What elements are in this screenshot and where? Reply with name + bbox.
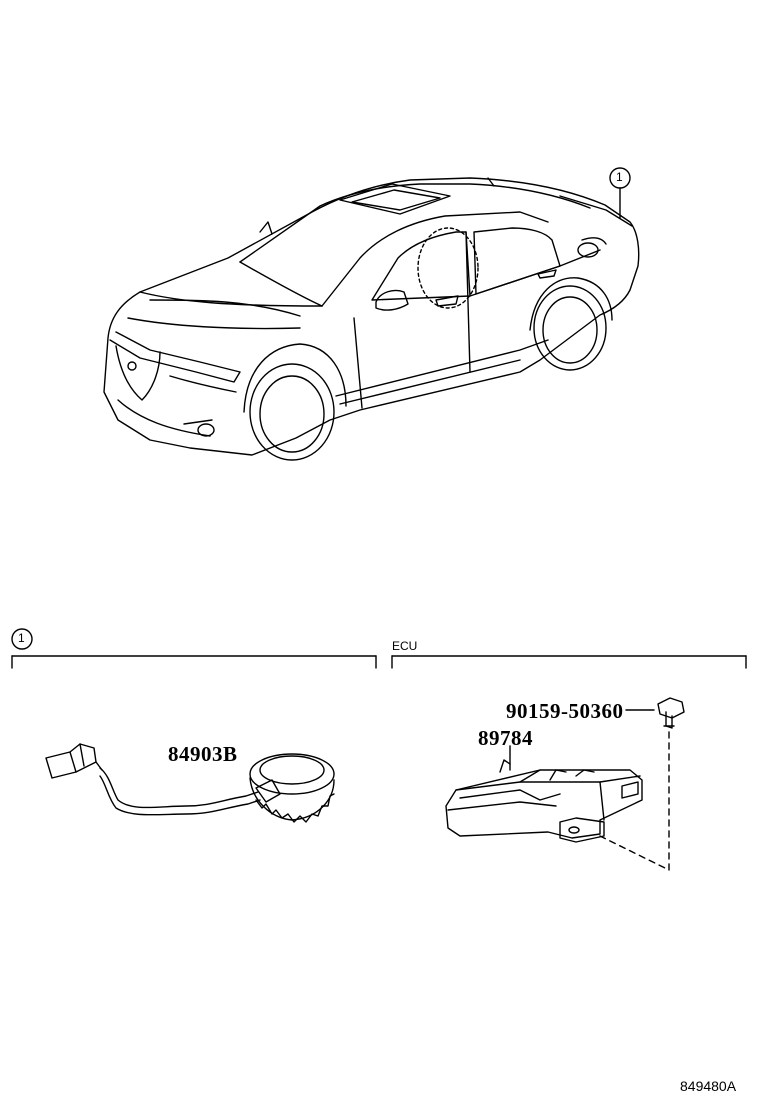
- callout-marker-circle: [609, 167, 631, 189]
- part-number-sensor[interactable]: 84903B: [168, 742, 238, 766]
- part-number-bolt[interactable]: 90159-50360: [506, 699, 624, 723]
- ecu-section-title: ECU: [392, 639, 418, 653]
- section-header-left: [11, 628, 377, 669]
- diagram-code: 849480A: [680, 1078, 737, 1094]
- ecu-illustration: [445, 745, 643, 843]
- callout-marker-label: 1: [616, 170, 623, 184]
- sensor-harness-illustration: [45, 743, 335, 823]
- bolt-illustration: [625, 697, 685, 729]
- bolt-to-bracket-leader: [599, 731, 670, 871]
- part-number-ecu[interactable]: 89784: [478, 726, 533, 750]
- section-header-right: [391, 655, 747, 669]
- section-left-marker-label: 1: [18, 631, 25, 645]
- car-illustration: [103, 177, 640, 461]
